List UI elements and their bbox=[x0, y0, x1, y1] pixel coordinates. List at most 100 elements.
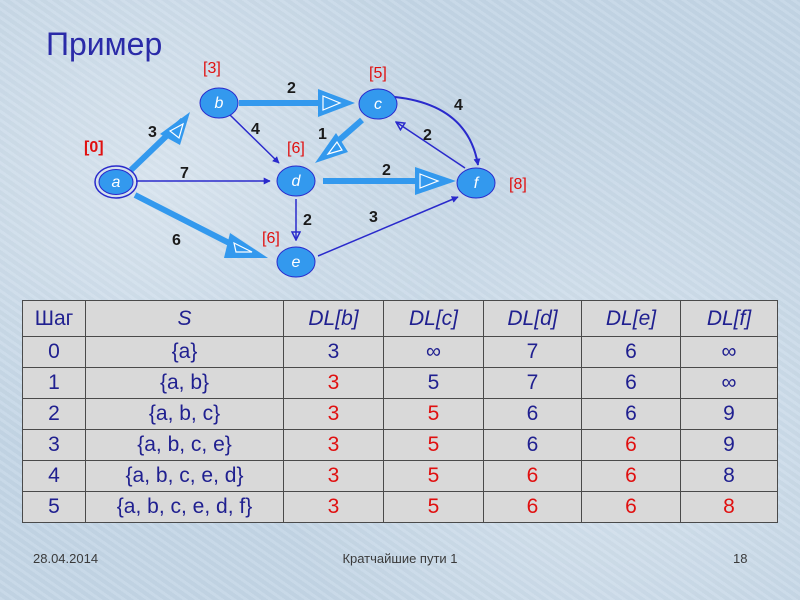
edge-a-e bbox=[133, 192, 268, 258]
weight-b-d: 4 bbox=[251, 121, 260, 138]
shortest-path-graph: 3 7 6 2 4 1 4 2 2 2 3 [0] [3] [5] [6] [6… bbox=[84, 60, 527, 278]
weight-c-f: 4 bbox=[454, 97, 463, 114]
cell-dl-c: 5 bbox=[383, 367, 484, 399]
cell-step: 4 bbox=[22, 460, 86, 492]
node-label-d: d bbox=[292, 173, 302, 190]
weight-d-f: 2 bbox=[382, 162, 391, 179]
cell-dl-d: 7 bbox=[483, 367, 582, 399]
dijkstra-steps-table: Шаг S DL[b] DL[c] DL[d] DL[e] DL[f] 0 {a… bbox=[22, 300, 778, 523]
weight-a-b: 3 bbox=[148, 124, 157, 141]
cell-dl-d: 6 bbox=[483, 429, 582, 461]
header-dl-d: DL[d] bbox=[483, 300, 582, 337]
cell-dl-e: 6 bbox=[581, 398, 681, 430]
cell-set: {a} bbox=[85, 336, 284, 368]
cell-dl-e: 6 bbox=[581, 491, 681, 523]
header-dl-c: DL[c] bbox=[383, 300, 484, 337]
cell-dl-c: 5 bbox=[383, 429, 484, 461]
edge-f-c bbox=[396, 122, 466, 169]
cell-dl-f: 8 bbox=[680, 491, 778, 523]
cell-dl-f: ∞ bbox=[680, 367, 778, 399]
mark-c: [5] bbox=[369, 65, 387, 82]
cell-step: 1 bbox=[22, 367, 86, 399]
weight-c-d: 1 bbox=[318, 126, 327, 143]
edge-b-d bbox=[229, 114, 280, 164]
node-c: c bbox=[358, 88, 398, 120]
cell-dl-d: 6 bbox=[483, 460, 582, 492]
node-label-f: f bbox=[474, 175, 480, 192]
cell-dl-e: 6 bbox=[581, 367, 681, 399]
mark-f: [8] bbox=[509, 176, 527, 193]
cell-dl-f: 9 bbox=[680, 429, 778, 461]
weight-e-f: 3 bbox=[369, 209, 378, 226]
edge-a-b bbox=[128, 112, 190, 173]
mark-a: [0] bbox=[84, 139, 104, 156]
cell-set: {a, b, c, e, d} bbox=[85, 460, 284, 492]
cell-dl-b: 3 bbox=[283, 491, 384, 523]
node-label-e: e bbox=[292, 254, 301, 271]
cell-dl-b: 3 bbox=[283, 429, 384, 461]
table-row: 5 {a, b, c, e, d, f} 3 5 6 6 8 bbox=[22, 491, 778, 523]
weight-a-e: 6 bbox=[172, 232, 181, 249]
node-b: b bbox=[199, 87, 239, 119]
cell-dl-f: 9 bbox=[680, 398, 778, 430]
cell-set: {a, b, c, e} bbox=[85, 429, 284, 461]
page-number: 18 bbox=[733, 551, 748, 566]
node-a: a bbox=[94, 165, 138, 199]
cell-dl-f: ∞ bbox=[680, 336, 778, 368]
cell-step: 5 bbox=[22, 491, 86, 523]
weight-a-d: 7 bbox=[180, 165, 189, 182]
header-step: Шаг bbox=[22, 300, 86, 337]
cell-dl-c: 5 bbox=[383, 491, 484, 523]
cell-dl-b: 3 bbox=[283, 398, 384, 430]
cell-dl-d: 7 bbox=[483, 336, 582, 368]
cell-dl-b: 3 bbox=[283, 367, 384, 399]
table-row: 3 {a, b, c, e} 3 5 6 6 9 bbox=[22, 429, 778, 461]
cell-dl-e: 6 bbox=[581, 429, 681, 461]
cell-set: {a, b} bbox=[85, 367, 284, 399]
weight-f-c: 2 bbox=[423, 127, 432, 144]
slide-title: Пример bbox=[46, 26, 163, 62]
edge-c-f bbox=[394, 96, 481, 166]
table-row: 0 {a} 3 ∞ 7 6 ∞ bbox=[22, 336, 778, 368]
node-f: f bbox=[456, 167, 496, 199]
header-dl-f: DL[f] bbox=[680, 300, 778, 337]
cell-dl-b: 3 bbox=[283, 460, 384, 492]
edge-c-d bbox=[315, 117, 364, 163]
cell-step: 3 bbox=[22, 429, 86, 461]
cell-set: {a, b, c} bbox=[85, 398, 284, 430]
cell-dl-f: 8 bbox=[680, 460, 778, 492]
header-set: S bbox=[85, 300, 284, 337]
cell-set: {a, b, c, e, d, f} bbox=[85, 491, 284, 523]
cell-dl-e: 6 bbox=[581, 336, 681, 368]
footer-title: Кратчайшие пути 1 bbox=[342, 551, 458, 566]
mark-d: [6] bbox=[287, 140, 305, 157]
edge-d-f bbox=[323, 167, 456, 195]
node-e: e bbox=[276, 246, 316, 278]
node-label-a: a bbox=[112, 174, 121, 191]
mark-b: [3] bbox=[203, 60, 221, 77]
edge-e-f bbox=[317, 196, 459, 257]
weight-b-c: 2 bbox=[287, 80, 296, 97]
cell-dl-c: 5 bbox=[383, 398, 484, 430]
cell-dl-c: ∞ bbox=[383, 336, 484, 368]
cell-step: 2 bbox=[22, 398, 86, 430]
node-d: d bbox=[276, 165, 316, 197]
edge-b-c bbox=[239, 89, 355, 117]
cell-dl-d: 6 bbox=[483, 491, 582, 523]
table-row: 4 {a, b, c, e, d} 3 5 6 6 8 bbox=[22, 460, 778, 492]
table-header-row: Шаг S DL[b] DL[c] DL[d] DL[e] DL[f] bbox=[22, 300, 778, 337]
node-label-c: c bbox=[374, 96, 382, 113]
cell-dl-d: 6 bbox=[483, 398, 582, 430]
footer-date: 28.04.2014 bbox=[33, 551, 99, 566]
header-dl-b: DL[b] bbox=[283, 300, 384, 337]
table-row: 2 {a, b, c} 3 5 6 6 9 bbox=[22, 398, 778, 430]
mark-e: [6] bbox=[262, 230, 280, 247]
header-dl-e: DL[e] bbox=[581, 300, 681, 337]
node-label-b: b bbox=[215, 95, 224, 112]
cell-step: 0 bbox=[22, 336, 86, 368]
table-row: 1 {a, b} 3 5 7 6 ∞ bbox=[22, 367, 778, 399]
cell-dl-e: 6 bbox=[581, 460, 681, 492]
weight-d-e: 2 bbox=[303, 212, 312, 229]
cell-dl-c: 5 bbox=[383, 460, 484, 492]
cell-dl-b: 3 bbox=[283, 336, 384, 368]
